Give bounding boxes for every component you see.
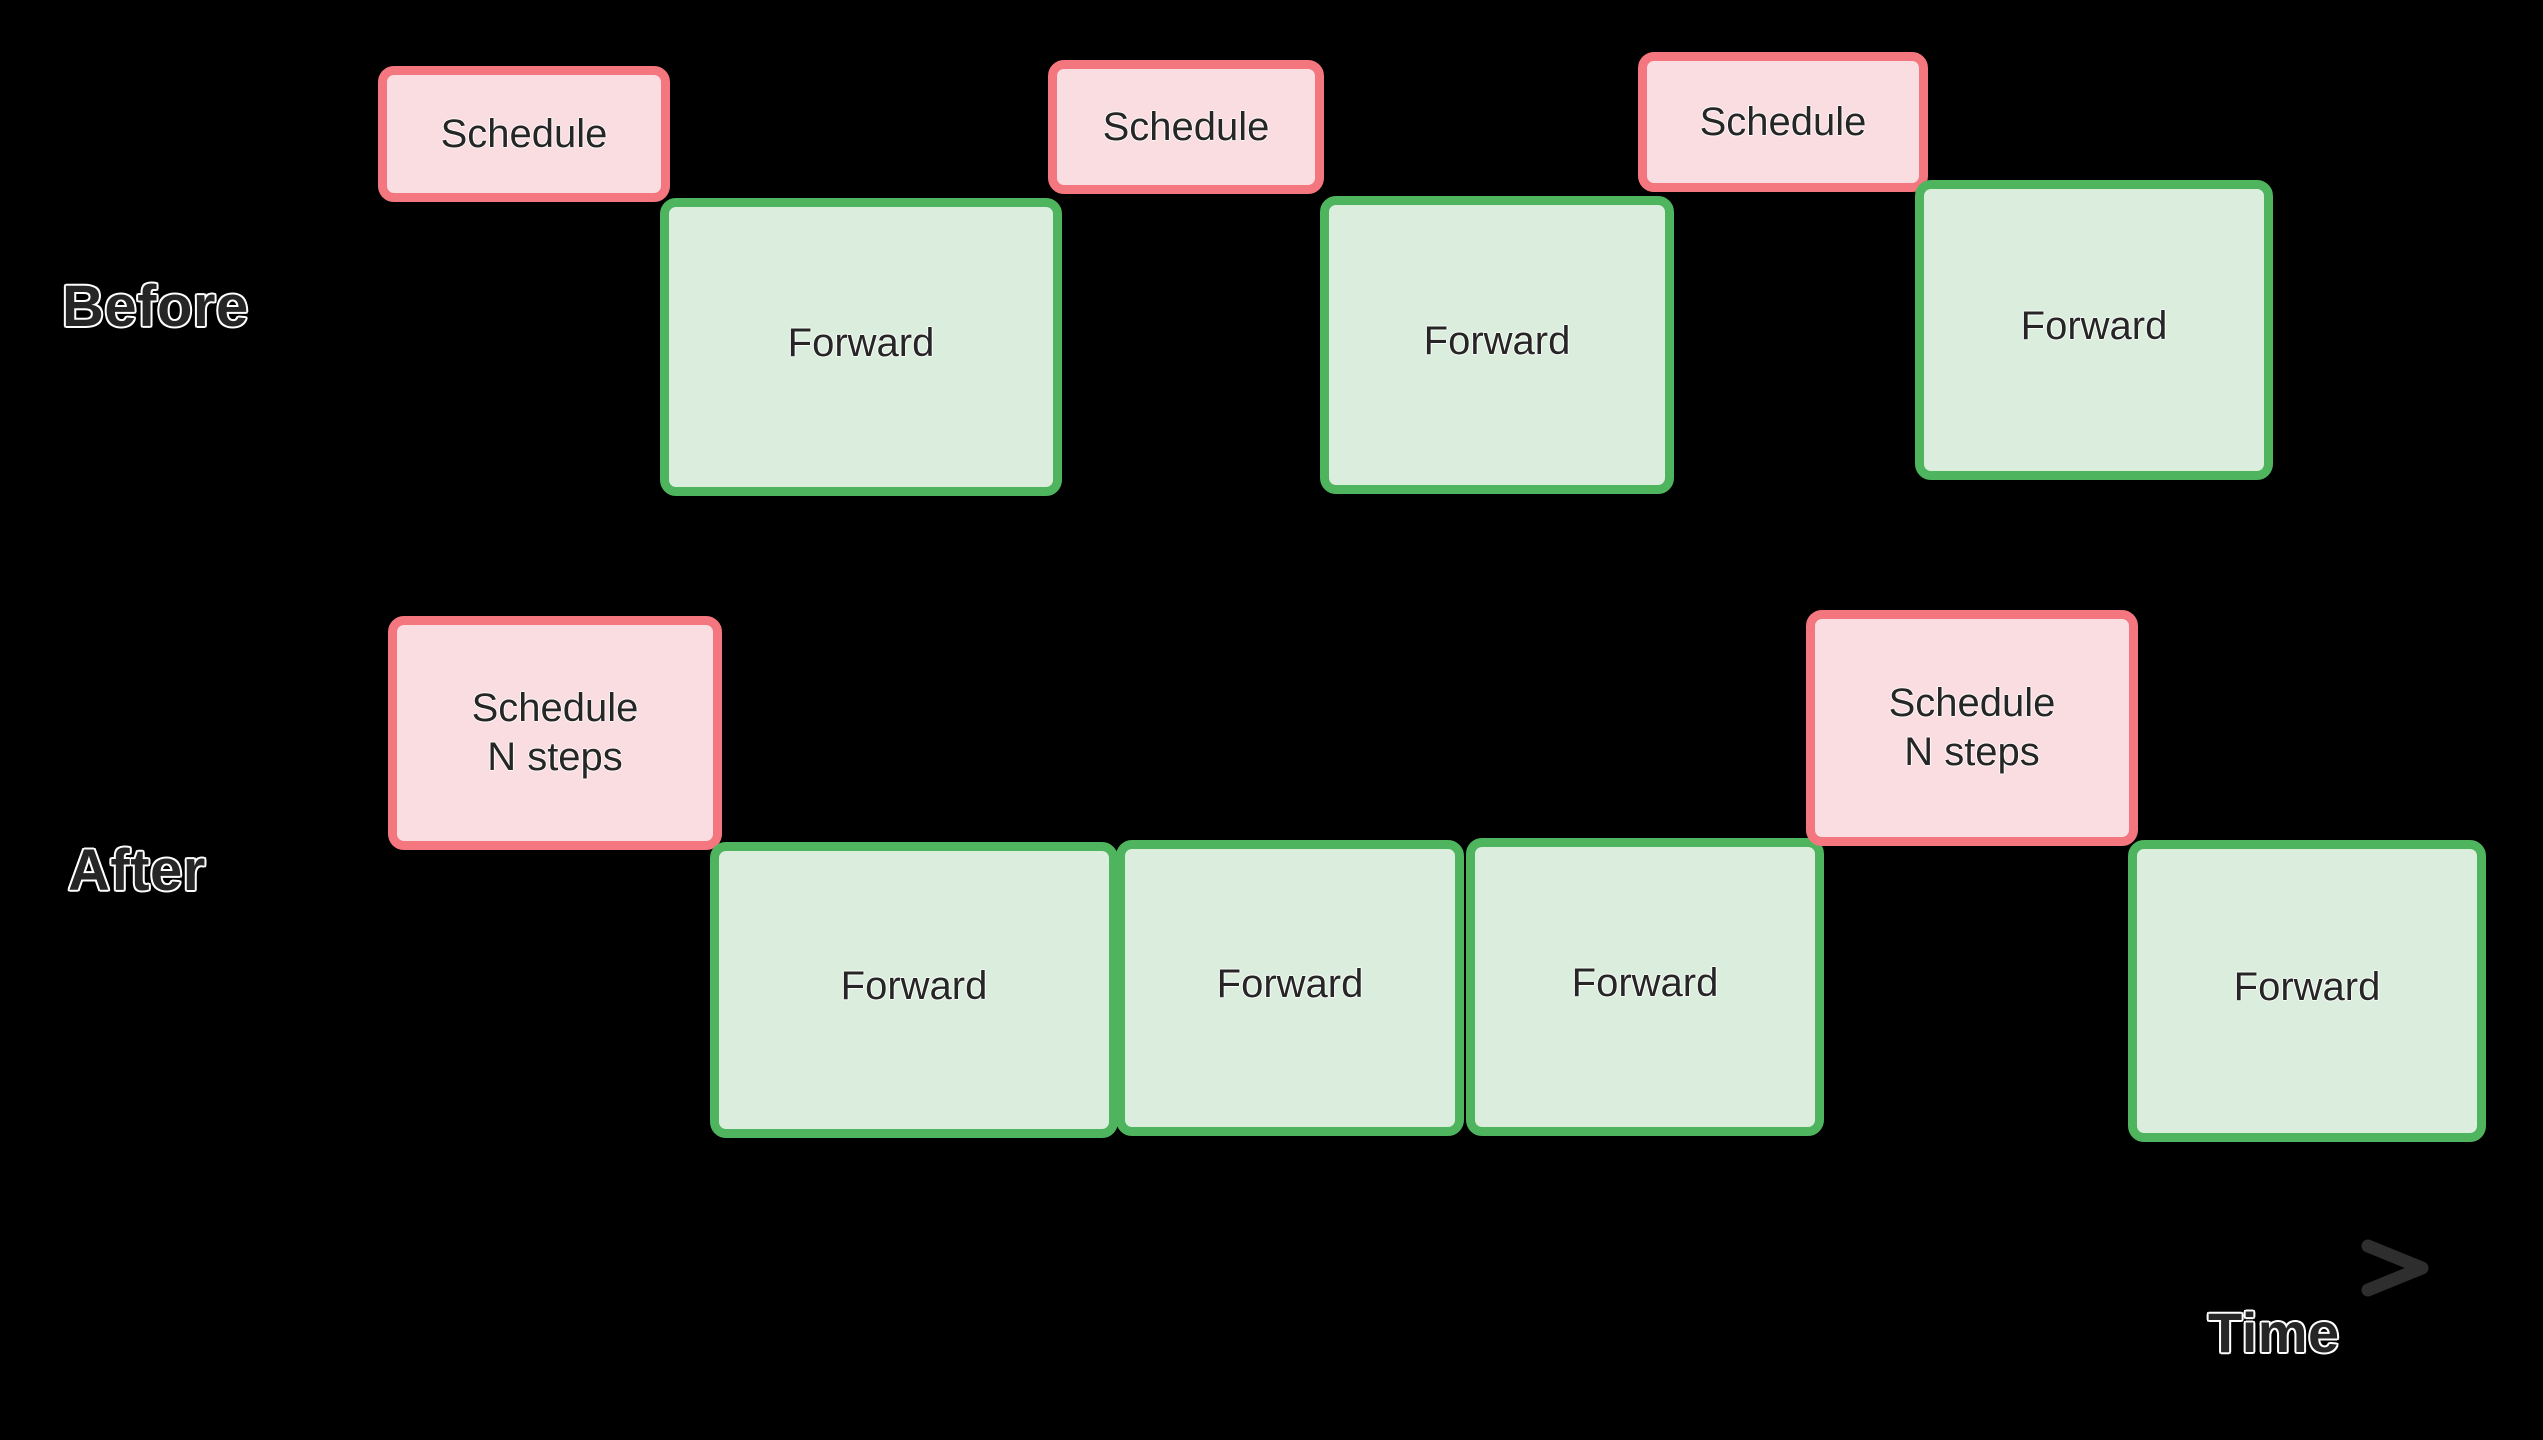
node-label: Schedule [440, 111, 608, 156]
before-schedule-box-2[interactable]: Schedule [1048, 60, 1324, 194]
time-axis-arrowhead [2361, 1239, 2429, 1297]
after-forward-box-1[interactable]: Forward [710, 842, 1118, 1138]
before-forward-box-1[interactable]: Forward [660, 198, 1062, 496]
before-schedule-box-1[interactable]: Schedule [378, 66, 670, 202]
node-label: Forward [1216, 961, 1364, 1006]
row-label-before: Before [61, 274, 250, 339]
time-axis-label: Time [2207, 1301, 2341, 1364]
before-forward-box-3[interactable]: Forward [1915, 180, 2273, 480]
node-label: Forward [840, 963, 988, 1008]
node-label: Forward [2233, 964, 2381, 1009]
node-label: Schedule [1699, 99, 1867, 144]
after-schedule-n-steps-box-2[interactable]: Schedule N steps [1806, 610, 2138, 846]
node-label: Forward [2020, 303, 2168, 348]
row-label-after: After [67, 838, 207, 903]
after-schedule-n-steps-box-1[interactable]: Schedule N steps [388, 616, 722, 850]
node-label: Forward [1423, 318, 1571, 363]
after-forward-box-4[interactable]: Forward [2128, 840, 2486, 1142]
time-axis-arrow [379, 1239, 2429, 1297]
node-label: Schedule N steps [1888, 681, 2056, 774]
node-label: Schedule [1102, 104, 1270, 149]
after-forward-box-2[interactable]: Forward [1116, 840, 1464, 1136]
node-label: Schedule N steps [471, 686, 639, 779]
node-label: Forward [787, 320, 935, 365]
before-forward-box-2[interactable]: Forward [1320, 196, 1674, 494]
before-schedule-box-3[interactable]: Schedule [1638, 52, 1928, 192]
after-forward-box-3[interactable]: Forward [1466, 838, 1824, 1136]
node-label: Forward [1571, 960, 1719, 1005]
